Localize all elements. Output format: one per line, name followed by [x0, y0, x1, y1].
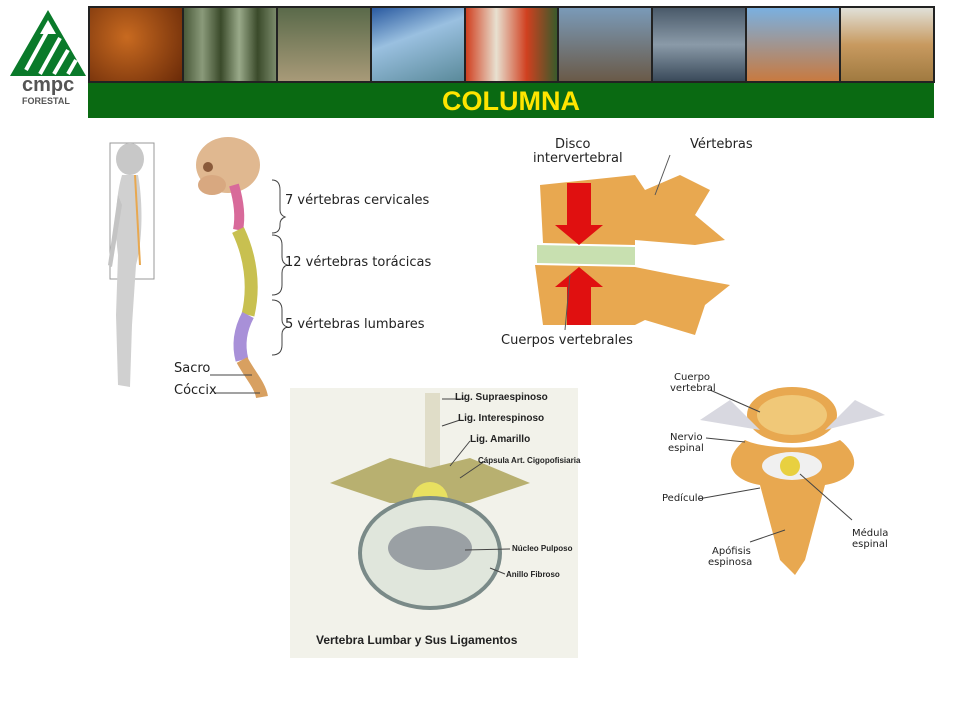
label-apofisis-2: espinosa	[708, 557, 753, 568]
label-disc-1: Disco	[555, 137, 591, 152]
label-cervical: 7 vértebras cervicales	[285, 193, 430, 208]
disc-illustration	[535, 154, 730, 335]
label-nervio-2: espinal	[668, 443, 704, 454]
label-capsula: Cápsula Art. Cigopofisiaria	[478, 456, 581, 465]
label-anillo: Anillo Fibroso	[506, 570, 560, 579]
label-vertebral-bodies: Cuerpos vertebrales	[501, 333, 633, 348]
label-lumbar: 5 vértebras lumbares	[285, 317, 425, 332]
section-illustration	[697, 387, 885, 575]
label-medula-1: Médula	[852, 528, 889, 539]
label-vertebrae: Vértebras	[690, 137, 753, 152]
label-coccyx: Cóccix	[174, 383, 217, 398]
label-medula-2: espinal	[852, 539, 888, 550]
photo-strip	[88, 6, 935, 83]
logo-text-forestal: FORESTAL	[22, 96, 70, 106]
label-amarillo: Lig. Amarillo	[470, 434, 531, 445]
label-nucleo: Núcleo Pulposo	[512, 544, 573, 553]
label-cuerpo-2: vertebral	[670, 383, 716, 394]
photo-pine-cone	[90, 8, 182, 81]
disc-figure: Disco intervertebral Vértebras Cuerpos v…	[495, 135, 765, 355]
tree-logo-icon	[10, 10, 86, 76]
photo-lumber-yard	[747, 8, 840, 81]
page-title: COLUMNA	[442, 86, 580, 116]
lumbar-caption: Vertebra Lumbar y Sus Ligamentos	[316, 633, 518, 647]
label-thoracic: 12 vértebras torácicas	[285, 255, 432, 270]
cmpc-logo: cmpc FORESTAL	[8, 8, 88, 108]
label-cuerpo-1: Cuerpo	[674, 372, 711, 383]
photo-lumber-stacks	[841, 8, 934, 81]
photo-forest	[183, 8, 276, 81]
photo-logs	[559, 8, 652, 81]
photo-canopy	[371, 8, 464, 81]
lumbar-illustration	[330, 393, 530, 610]
title-banner: COLUMNA	[88, 83, 934, 118]
label-interespinoso: Lig. Interespinoso	[458, 413, 545, 424]
photo-deer	[277, 8, 370, 81]
label-supraespinoso: Lig. Supraespinoso	[455, 392, 548, 403]
lumbar-figure: Lig. Supraespinoso Lig. Interespinoso Li…	[290, 388, 581, 658]
label-sacrum: Sacro	[174, 361, 211, 376]
spine-figure: 7 vértebras cervicales 12 vértebras torá…	[100, 135, 440, 400]
photo-workers	[465, 8, 558, 81]
label-apofisis-1: Apófisis	[712, 546, 751, 557]
logo-text-cmpc: cmpc	[22, 74, 75, 96]
label-pediculo: Pedículo	[662, 493, 704, 504]
spine-illustration	[108, 137, 289, 399]
section-figure: Cuerpo vertebral Nervio espinal Pedículo…	[660, 370, 910, 585]
photo-mill	[653, 8, 746, 81]
label-nervio-1: Nervio	[670, 432, 703, 443]
label-disc-2: intervertebral	[533, 151, 623, 166]
